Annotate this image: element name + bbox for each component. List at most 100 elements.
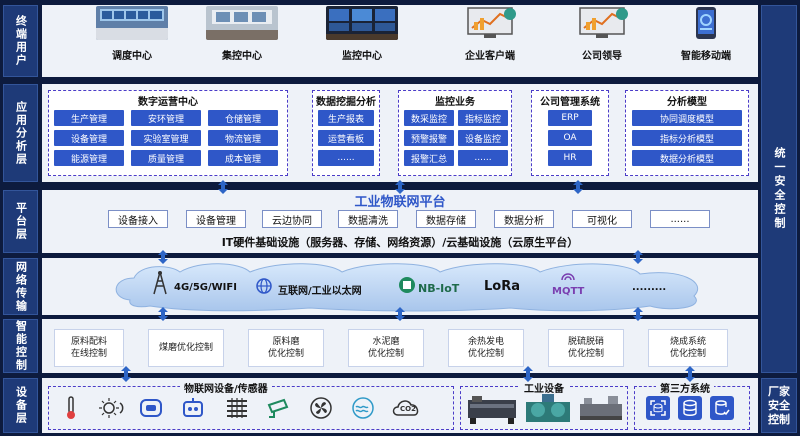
arrow-app-platform-3 (573, 180, 583, 194)
database-icon (678, 396, 702, 420)
monitor-wall-photo-icon (326, 6, 398, 40)
arrow-app-platform-2 (395, 180, 405, 194)
app-chip[interactable]: 报警汇总 (404, 150, 454, 166)
platform-chip[interactable]: ...... (650, 210, 710, 228)
vendor-security-label: 厂家安全控制 (761, 378, 797, 433)
app-chip[interactable]: 数据分析模型 (632, 150, 742, 166)
platform-chip[interactable]: 设备接入 (108, 210, 168, 228)
network-item: 4G/5G/WIFI (174, 282, 237, 293)
control-label: 余热发电 优化控制 (467, 337, 504, 359)
control-item[interactable]: 水泥磨 优化控制 (348, 329, 424, 367)
globe-icon (256, 278, 272, 294)
terminal-label: 集控中心 (222, 51, 262, 62)
app-chip[interactable]: ...... (458, 150, 508, 166)
group-title: 公司管理系统 (540, 97, 600, 108)
database-scan-icon (646, 396, 670, 420)
group-title: 分析模型 (667, 97, 707, 108)
app-chip[interactable]: 物流管理 (208, 130, 278, 146)
control-label: 原料配料 在线控制 (70, 337, 107, 359)
terminal-label: 智能移动端 (681, 51, 731, 62)
app-chip[interactable]: 数采监控 (404, 110, 454, 126)
app-chip[interactable]: 安环管理 (131, 110, 201, 126)
mobile-app-icon (696, 7, 716, 39)
app-chip[interactable]: 能源管理 (54, 150, 124, 166)
arrow-platform-net-1 (158, 250, 168, 264)
chip-icon (399, 277, 415, 293)
app-chip[interactable]: ERP (548, 110, 592, 126)
arrow-app-platform-1 (218, 180, 228, 194)
database-check-icon (710, 396, 734, 420)
platform-title: 工业物联网平台 (354, 195, 446, 210)
platform-chip[interactable]: 可视化 (572, 210, 632, 228)
arrow-net-control-1 (158, 307, 168, 321)
network-item: LoRa (484, 279, 520, 294)
control-item[interactable]: 原料配料 在线控制 (54, 329, 124, 367)
layer-label-application: 应用分析层 (3, 84, 38, 182)
app-chip[interactable]: 运营看板 (318, 130, 374, 146)
control-room-photo-icon (96, 6, 168, 40)
network-item: ......... (632, 282, 667, 293)
control-label: 煤磨优化控制 (158, 343, 213, 353)
terminal-leader: 公司领导 (552, 6, 652, 62)
terminal-label: 公司领导 (582, 51, 622, 62)
app-chip[interactable]: HR (548, 150, 592, 166)
desktop-chart-icon (467, 7, 516, 38)
platform-chip[interactable]: 云边协同 (262, 210, 322, 228)
tower-icon (153, 271, 167, 295)
mill-machine-icon (526, 394, 570, 422)
conveyor-machine-icon (580, 396, 622, 420)
platform-chip[interactable]: 数据清洗 (338, 210, 398, 228)
app-chip[interactable]: 仓储管理 (208, 110, 278, 126)
app-chip[interactable]: ...... (318, 150, 374, 166)
arrow-control-device-1 (121, 366, 131, 382)
platform-chip[interactable]: 数据存储 (416, 210, 476, 228)
camera-icon (264, 393, 294, 423)
layer-label-control: 智能控制 (3, 319, 38, 373)
terminal-enterprise: 企业客户端 (440, 6, 540, 62)
co2-label: CO2 (400, 405, 416, 413)
arrow-control-device-3 (685, 366, 695, 382)
co2-sensor-icon: CO2 (392, 393, 422, 423)
group-title: 数字运营中心 (138, 97, 198, 108)
app-chip[interactable]: 指标监控 (458, 110, 508, 126)
app-chip[interactable]: 实验室管理 (131, 130, 201, 146)
control-item[interactable]: 烧成系统 优化控制 (648, 329, 728, 367)
terminal-dispatch: 调度中心 (82, 6, 182, 62)
control-item[interactable]: 原料磨 优化控制 (248, 329, 324, 367)
control-item[interactable]: 煤磨优化控制 (148, 329, 224, 367)
app-chip[interactable]: 设备管理 (54, 130, 124, 146)
app-chip[interactable]: 生产管理 (54, 110, 124, 126)
control-label: 脱硫脱硝 优化控制 (567, 337, 604, 359)
control-room-photo-icon (206, 6, 278, 40)
control-item[interactable]: 脱硫脱硝 优化控制 (548, 329, 624, 367)
layer-label-terminal: 终端用户 (3, 5, 38, 77)
arrow-net-control-3 (633, 307, 643, 321)
mqtt-icon (561, 273, 575, 281)
app-chip[interactable]: 生产报表 (318, 110, 374, 126)
radiator-icon (222, 393, 252, 423)
desktop-chart-icon (579, 7, 628, 38)
terminal-monitor: 监控中心 (312, 6, 412, 62)
app-chip[interactable]: 指标分析模型 (632, 130, 742, 146)
network-item: NB-IoT (418, 282, 460, 295)
platform-chip[interactable]: 设备管理 (186, 210, 246, 228)
fan-icon (306, 393, 336, 423)
app-chip[interactable]: 设备监控 (458, 130, 508, 146)
light-sensor-icon (96, 393, 126, 423)
iot-device-title: 物联网设备/传感器 (180, 380, 272, 395)
smoke-detector-icon (136, 393, 166, 423)
app-chip[interactable]: 预警报警 (404, 130, 454, 146)
app-chip[interactable]: OA (548, 130, 592, 146)
terminal-label: 调度中心 (112, 51, 152, 62)
app-chip[interactable]: 质量管理 (131, 150, 201, 166)
layer-label-network: 网络传输 (3, 258, 38, 315)
control-item[interactable]: 余热发电 优化控制 (448, 329, 524, 367)
platform-chip[interactable]: 数据分析 (494, 210, 554, 228)
control-label: 原料磨 优化控制 (267, 337, 304, 359)
app-chip[interactable]: 成本管理 (208, 150, 278, 166)
app-chip[interactable]: 协同调度模型 (632, 110, 742, 126)
water-sensor-icon (348, 393, 378, 423)
arrow-control-device-2 (523, 366, 533, 382)
network-item: 互联网/工业以太网 (278, 286, 362, 297)
layer-label-device: 设备层 (3, 378, 38, 433)
